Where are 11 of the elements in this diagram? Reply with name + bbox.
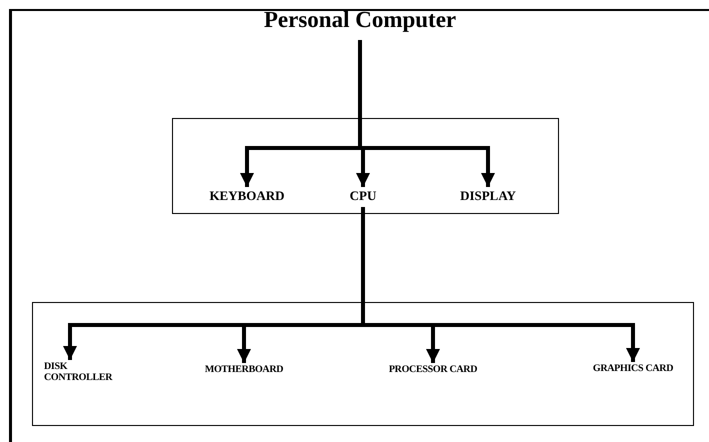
component-label: DISPLAY <box>459 189 517 203</box>
component-label: DISK CONTROLLER <box>44 362 114 383</box>
component-label: PROCESSOR CARD <box>388 365 478 376</box>
component-label: MOTHERBOARD <box>204 365 284 376</box>
group-box <box>32 302 694 426</box>
component-label: GRAPHICS CARD <box>592 364 674 374</box>
connector-arrow <box>361 207 640 362</box>
group-box <box>172 118 559 214</box>
component-label: KEYBOARD <box>208 189 286 203</box>
diagram-heading: Personal Computer <box>262 8 458 32</box>
component-label: CPU <box>348 189 378 203</box>
